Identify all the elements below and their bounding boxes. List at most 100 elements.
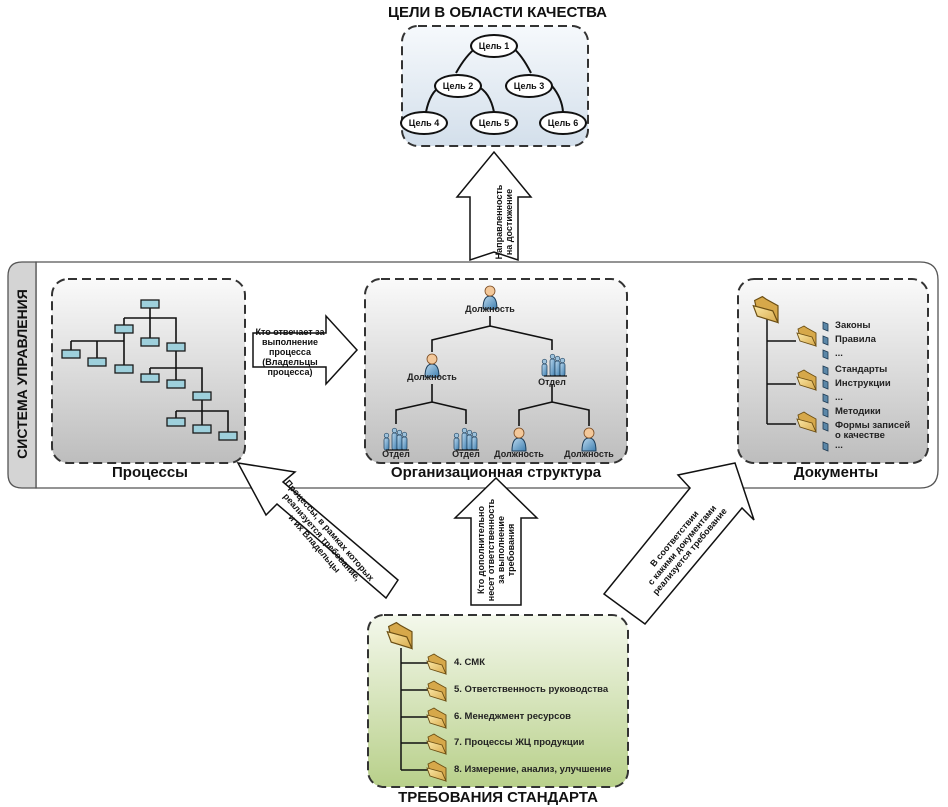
arrow-text-line: (Владельцы — [262, 357, 318, 367]
process-node — [166, 417, 186, 427]
standard-tree-lines — [400, 648, 428, 771]
department-label: Отдел — [382, 449, 410, 459]
document-icon — [822, 393, 829, 404]
goal-node: Цель 1 — [470, 34, 518, 58]
arrow-standard-to-org — [453, 476, 539, 606]
document-icon — [822, 379, 829, 390]
person-icon — [424, 353, 440, 378]
arrow-to-goals-label: Направленность на достижение — [494, 172, 514, 272]
position-label: Должность — [407, 372, 457, 382]
folder-icon — [426, 733, 447, 755]
goal-node: Цель 2 — [434, 74, 482, 98]
arrow-to-goals — [455, 150, 533, 262]
arrow-text-line: на достижение — [504, 188, 514, 256]
arrow-text-line: Направленность — [494, 184, 504, 260]
goal-label: Цель 6 — [547, 118, 579, 128]
goal-label: Цель 1 — [478, 41, 510, 51]
document-item: Формы записей — [835, 420, 911, 431]
document-item: Законы — [835, 320, 871, 331]
arrow-standard-to-processes — [236, 462, 399, 600]
position-label: Должность — [494, 449, 544, 459]
root-folder-icon — [386, 621, 414, 650]
documents-box — [737, 278, 929, 464]
document-icon — [822, 421, 829, 432]
department-label: Отдел — [538, 377, 566, 387]
folder-icon — [426, 680, 447, 702]
person-icon — [581, 427, 597, 452]
standard-item: 4. СМК — [454, 657, 486, 668]
standard-item: 7. Процессы ЖЦ продукции — [454, 737, 585, 748]
process-node — [61, 349, 81, 359]
processes-caption: Процессы — [112, 464, 188, 481]
department-icon — [453, 427, 479, 451]
document-item: Стандарты — [835, 364, 888, 375]
goal-node: Цель 6 — [539, 111, 587, 135]
folder-icon — [796, 411, 817, 433]
arrow-process-to-org-label: Кто отвечает за выполнение процесса (Вла… — [255, 327, 325, 377]
document-icon — [822, 321, 829, 332]
management-system-label: СИСТЕМА УПРАВЛЕНИЯ — [14, 289, 30, 459]
document-item: ... — [835, 392, 843, 403]
department-label: Отдел — [452, 449, 480, 459]
process-node — [114, 324, 134, 334]
standard-title: ТРЕБОВАНИЯ СТАНДАРТА — [398, 789, 598, 806]
document-icon — [822, 365, 829, 376]
document-icon — [822, 349, 829, 360]
goal-label: Цель 4 — [408, 118, 440, 128]
document-item: Методики — [835, 406, 881, 417]
process-node — [166, 379, 186, 389]
arrow-standard-to-org-label: Кто дополнительно несет ответственность … — [476, 490, 516, 610]
standard-item: 6. Менеджмент ресурсов — [454, 711, 572, 722]
org-structure-caption: Организационная структура — [390, 464, 602, 481]
document-item: ... — [835, 348, 843, 359]
goal-node: Цель 5 — [470, 111, 518, 135]
folder-icon — [426, 653, 447, 675]
goal-node: Цель 4 — [400, 111, 448, 135]
standard-item: 5. Ответственность руководства — [454, 684, 609, 695]
root-folder-icon — [752, 295, 780, 324]
arrow-text-line: несет ответственность — [486, 498, 496, 602]
process-node — [140, 337, 160, 347]
department-icon — [383, 427, 409, 451]
process-node — [166, 342, 186, 352]
process-node — [140, 373, 160, 383]
arrow-text-line: Кто отвечает за — [255, 327, 325, 337]
folder-icon — [426, 760, 447, 782]
position-label: Должность — [465, 304, 515, 314]
goals-title: ЦЕЛИ В ОБЛАСТИ КАЧЕСТВА — [388, 4, 607, 21]
documents-tree-lines — [766, 318, 796, 425]
goal-node: Цель 3 — [505, 74, 553, 98]
goal-label: Цель 2 — [442, 81, 474, 91]
goal-label: Цель 3 — [513, 81, 545, 91]
process-node — [140, 299, 160, 309]
arrow-text-line: требования — [506, 523, 516, 577]
process-node — [114, 364, 134, 374]
arrow-text-line: процесса) — [267, 367, 313, 377]
folder-icon — [796, 325, 817, 347]
department-icon — [541, 353, 567, 377]
arrow-process-to-org — [252, 314, 359, 386]
org-tree-lines — [395, 316, 590, 426]
standard-item: 8. Измерение, анализ, улучшение — [454, 764, 612, 775]
process-node — [192, 424, 212, 434]
process-tree-lines — [70, 305, 229, 432]
document-icon — [822, 441, 829, 452]
process-node — [218, 431, 238, 441]
folder-icon — [796, 369, 817, 391]
arrow-text-line: процесса — [269, 347, 311, 357]
document-item: о качестве — [835, 430, 885, 441]
position-label: Должность — [564, 449, 614, 459]
arrow-text-line: за выполнение — [496, 516, 506, 584]
person-icon — [482, 285, 498, 310]
org-structure-box — [364, 278, 628, 464]
document-item: ... — [835, 440, 843, 451]
processes-box — [51, 278, 246, 464]
process-node — [192, 391, 212, 401]
goal-label: Цель 5 — [478, 118, 510, 128]
arrow-standard-to-docs — [602, 462, 755, 626]
folder-icon — [426, 707, 447, 729]
arrow-text-line: выполнение — [261, 337, 319, 347]
person-icon — [511, 427, 527, 452]
document-item: Инструкции — [835, 378, 891, 389]
arrow-text-line: Кто дополнительно — [476, 506, 486, 594]
